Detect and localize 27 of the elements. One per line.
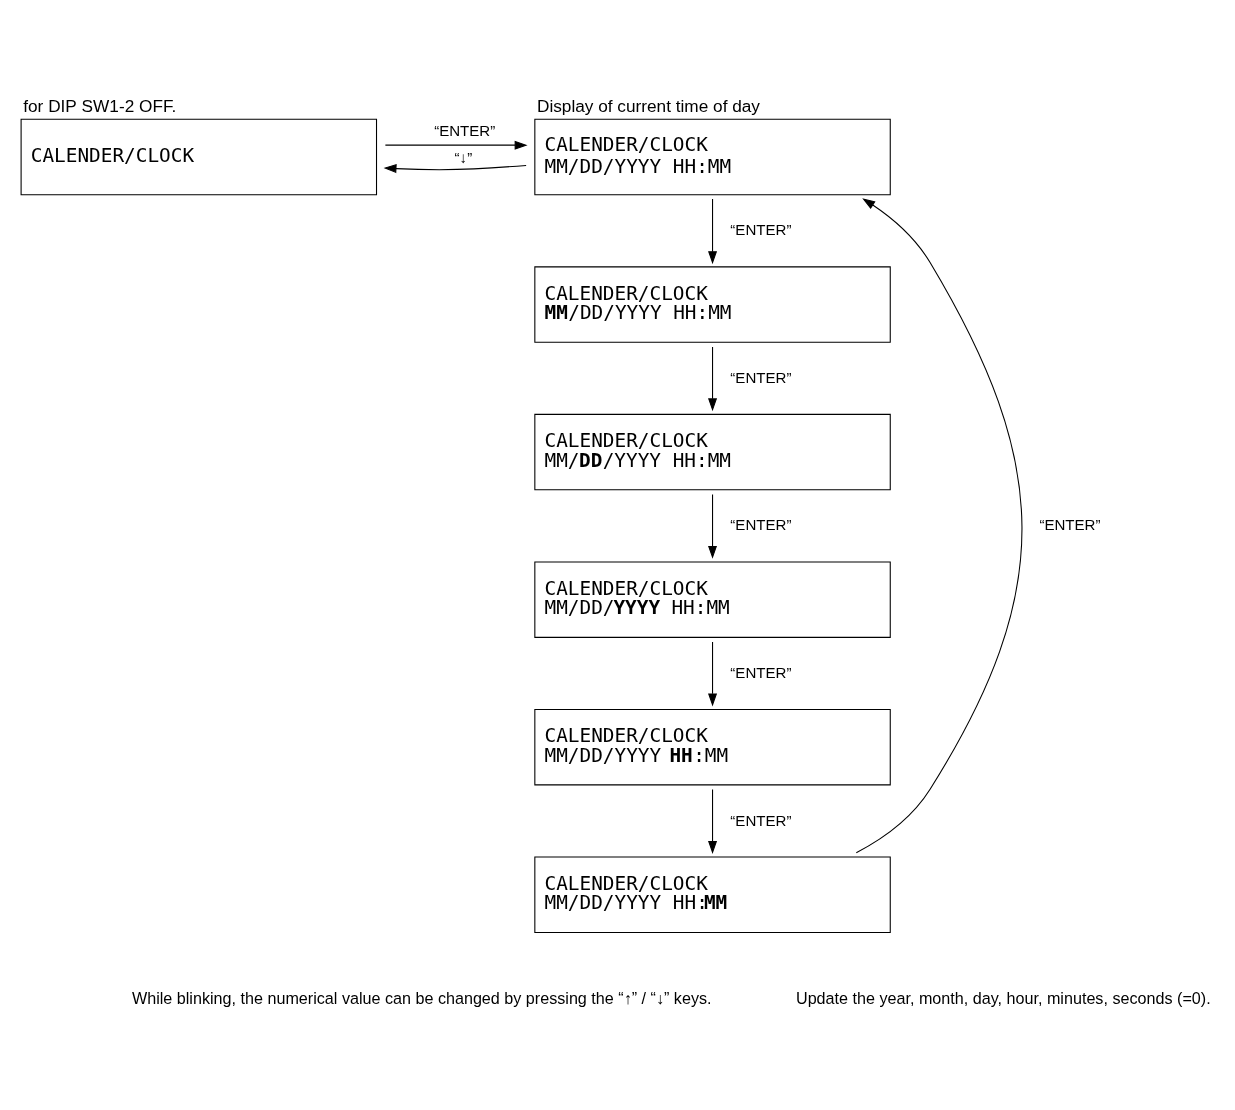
edge-label: “ENTER”	[730, 811, 792, 829]
label: Update the year, month, day, hour, minutes, seconds (=0).	[796, 988, 1211, 1007]
node-box: CALENDER/CLOCK MM/DD/YYYY HH:MM	[534, 413, 891, 490]
node-box: CALENDER/CLOCK MM/DD/YYYY HH:MM	[534, 560, 891, 638]
arrow	[383, 163, 527, 173]
arrow	[708, 640, 718, 706]
arrow	[708, 493, 718, 559]
edge-label: “ENTER”	[730, 368, 792, 386]
node-box: CALENDER/CLOCK	[20, 118, 378, 195]
label: While blinking, the numerical value can be changed by pressing the “↑” / “↓” keys.	[131, 988, 712, 1007]
node-label: for DIP SW1-2 OFF.	[23, 95, 177, 116]
edge-label: “ENTER”	[730, 663, 792, 681]
arrow	[855, 197, 1023, 853]
node-box: CALENDER/CLOCK MM/DD/YYYY HH:MM	[534, 708, 891, 785]
edge-label: “ENTER”	[730, 220, 792, 238]
node-box: CALENDER/CLOCK MM/DD/YYYY HH:MM	[534, 856, 891, 933]
arrow	[384, 140, 528, 150]
node-box: CALENDER/CLOCK MM/DD/YYYY HH:MM	[534, 118, 891, 195]
edge-label: “↓”	[454, 148, 473, 166]
arrow	[708, 345, 718, 411]
edge-label: “ENTER”	[730, 515, 792, 533]
arrow	[708, 788, 718, 854]
edge-label: “ENTER”	[434, 121, 496, 139]
node-box: CALENDER/CLOCK MM/DD/YYYY HH:MM	[534, 265, 891, 343]
edge-label: “ENTER”	[1039, 515, 1101, 533]
arrow	[708, 198, 718, 264]
node-label: Display of current time of day	[536, 95, 760, 116]
